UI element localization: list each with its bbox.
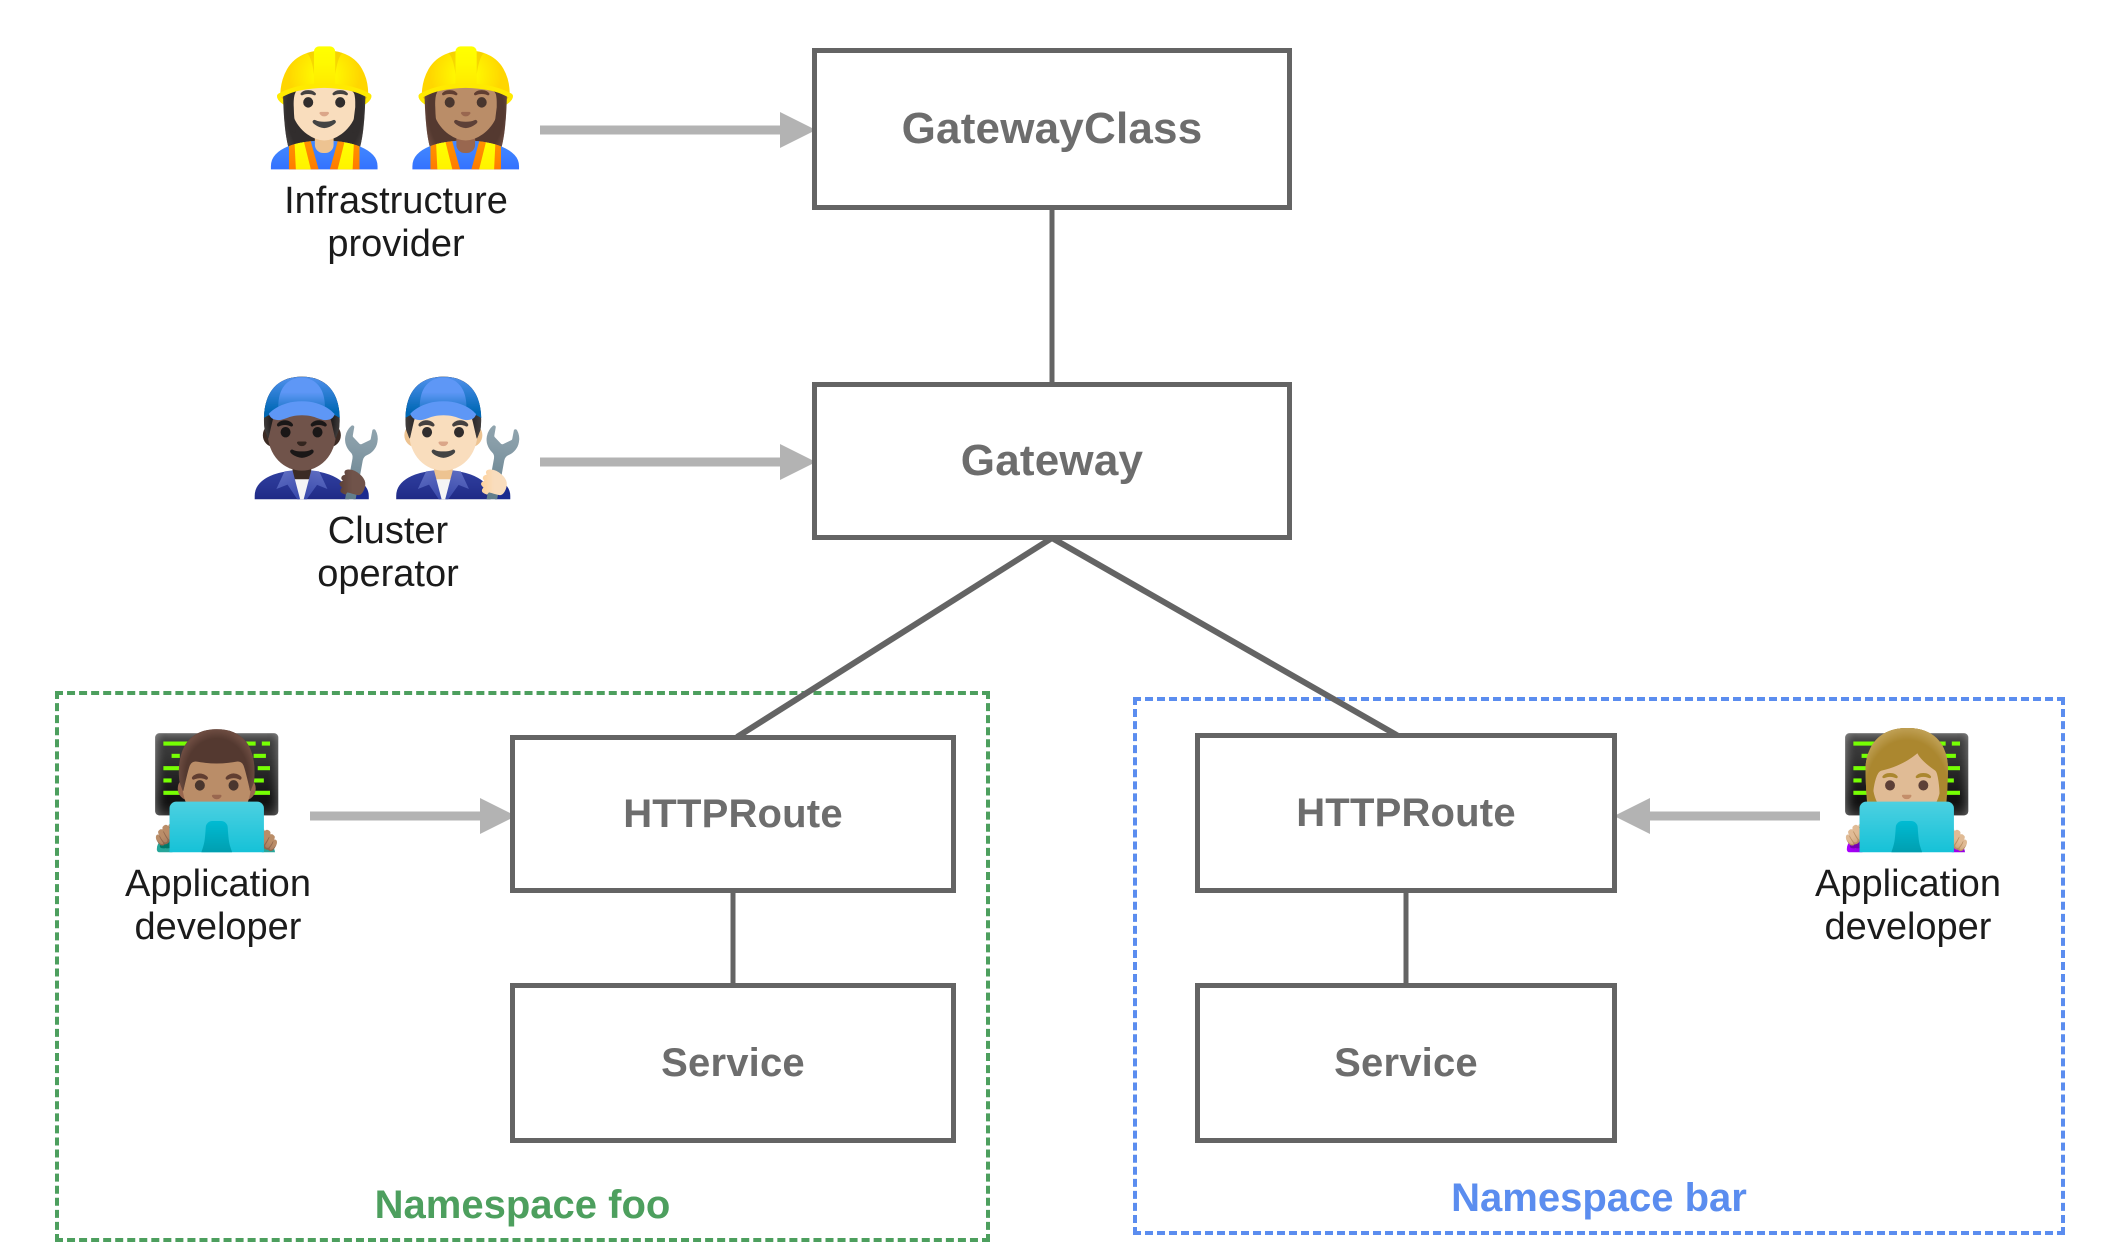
httproute-bar-label: HTTPRoute — [1296, 790, 1516, 835]
application-developer-foo-label: Application developer — [125, 863, 311, 948]
namespace-bar-container: Namespace bar — [1133, 697, 2065, 1235]
construction-worker-icon: 👷🏻‍♀️👷🏽‍♀️ — [254, 43, 538, 173]
gateway-label: Gateway — [960, 436, 1144, 485]
httproute-foo-label: HTTPRoute — [623, 791, 843, 836]
namespace-foo-container: Namespace foo — [55, 691, 990, 1242]
arrow-infra-to-gatewayclass — [540, 112, 816, 148]
technologist-icon: 👨🏽‍💻 — [147, 726, 289, 856]
persona-infrastructure-provider: 👷🏻‍♀️👷🏽‍♀️ Infrastructure provider — [254, 43, 538, 266]
mechanic-icon: 👨🏿‍🔧👨🏻‍🔧 — [246, 373, 530, 503]
persona-application-developer-bar: 👩🏼‍💻 Application developer — [1798, 735, 2018, 949]
persona-cluster-operator: 👨🏿‍🔧👨🏻‍🔧 Cluster operator — [246, 373, 530, 596]
service-bar-box[interactable]: Service — [1195, 983, 1617, 1143]
gatewayclass-label: GatewayClass — [901, 104, 1203, 153]
service-foo-label: Service — [661, 1040, 805, 1085]
service-foo-box[interactable]: Service — [510, 983, 956, 1143]
technologist-icon: 👩🏼‍💻 — [1837, 726, 1979, 856]
arrow-cluster-to-gateway — [540, 444, 816, 480]
service-bar-label: Service — [1334, 1040, 1478, 1085]
httproute-bar-box[interactable]: HTTPRoute — [1195, 733, 1617, 893]
infrastructure-provider-label: Infrastructure provider — [284, 180, 508, 265]
namespace-bar-label: Namespace bar — [1451, 1176, 1747, 1220]
gateway-box[interactable]: Gateway — [812, 382, 1292, 540]
namespace-foo-label: Namespace foo — [374, 1183, 671, 1227]
application-developer-bar-label: Application developer — [1815, 863, 2001, 948]
persona-application-developer-foo: 👨🏽‍💻 Application developer — [108, 735, 328, 949]
gatewayclass-box[interactable]: GatewayClass — [812, 48, 1292, 210]
cluster-operator-label: Cluster operator — [317, 510, 459, 595]
httproute-foo-box[interactable]: HTTPRoute — [510, 735, 956, 893]
